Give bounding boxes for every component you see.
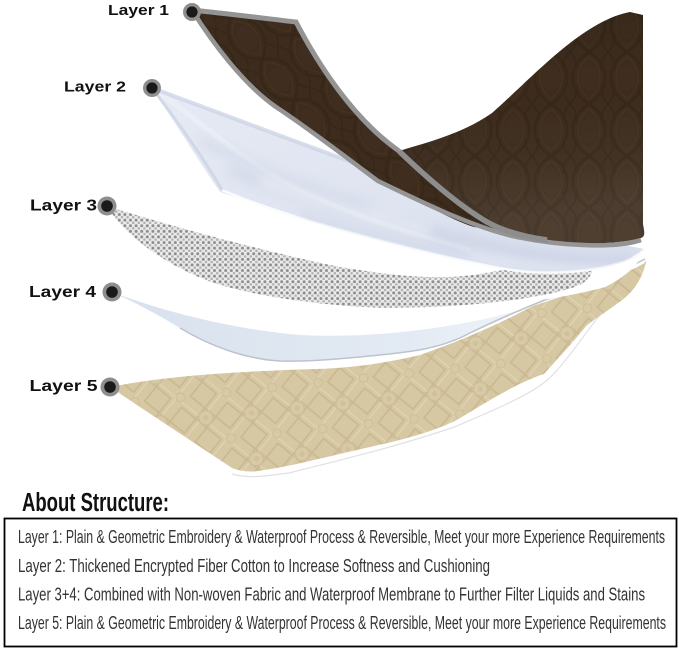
svg-text:Layer 2: Layer 2 [64,79,126,96]
svg-text:About Structure:: About Structure: [22,489,169,517]
svg-text:Layer 3+4: Combined with Non-w: Layer 3+4: Combined with Non-woven Fabri… [18,584,645,604]
svg-text:Layer 3: Layer 3 [30,197,97,214]
svg-text:Layer 5: Plain & Geometric Emb: Layer 5: Plain & Geometric Embroidery & … [18,613,666,633]
svg-text:Layer 5: Layer 5 [30,378,98,395]
svg-text:Layer 2: Thickened Encrypted F: Layer 2: Thickened Encrypted Fiber Cotto… [18,556,490,576]
svg-text:Layer 1: Layer 1 [108,2,169,19]
svg-text:Layer 4: Layer 4 [29,284,96,301]
svg-text:Layer 1: Plain & Geometric Emb: Layer 1: Plain & Geometric Embroidery & … [18,527,665,547]
